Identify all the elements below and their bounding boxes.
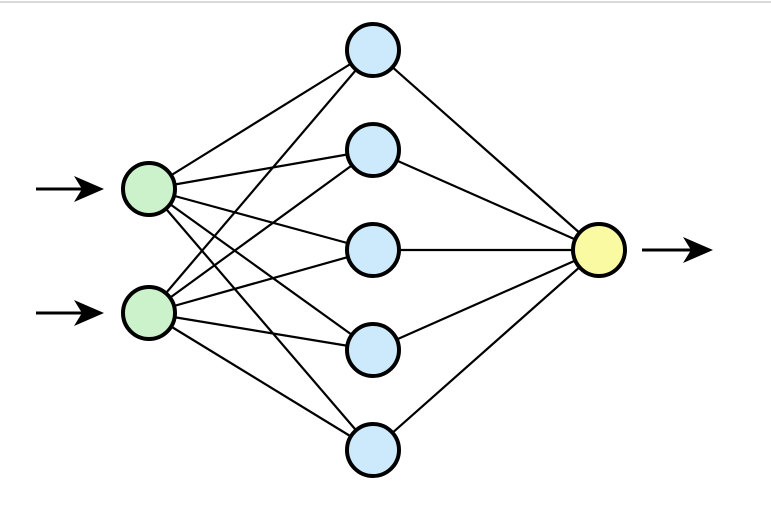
edge-input-2-to-hidden-4 [148,311,374,352]
hidden-2-node [345,122,401,178]
edge-input-1-to-hidden-2 [148,148,374,191]
input-1-node [121,161,177,217]
edge-hidden-4-to-output-1 [372,248,600,352]
edge-input-1-to-hidden-1 [148,49,374,190]
edge-input-2-to-hidden-5 [148,312,374,451]
edge-input-2-to-hidden-1 [148,49,374,314]
edge-input-2-to-hidden-2 [148,149,374,314]
edge-hidden-5-to-output-1 [372,249,600,451]
edge-input-1-to-hidden-4 [148,188,374,351]
edge-hidden-1-to-output-1 [372,49,600,251]
edge-input-1-to-hidden-5 [148,188,374,451]
hidden-3-node [345,222,401,278]
input-arrow-1-head-icon [74,176,104,202]
hidden-4-node [345,322,401,378]
input-2-node [121,285,177,341]
output-1-node [571,222,627,278]
edge-hidden-2-to-output-1 [372,148,600,252]
hidden-5-node [345,422,401,478]
output-arrow-head-icon [683,237,713,263]
input-arrow-2-head-icon [74,300,104,326]
edge-input-1-to-hidden-3 [148,187,374,252]
hidden-1-node [345,22,401,78]
edge-input-2-to-hidden-3 [148,248,374,315]
top-divider [0,1,771,3]
